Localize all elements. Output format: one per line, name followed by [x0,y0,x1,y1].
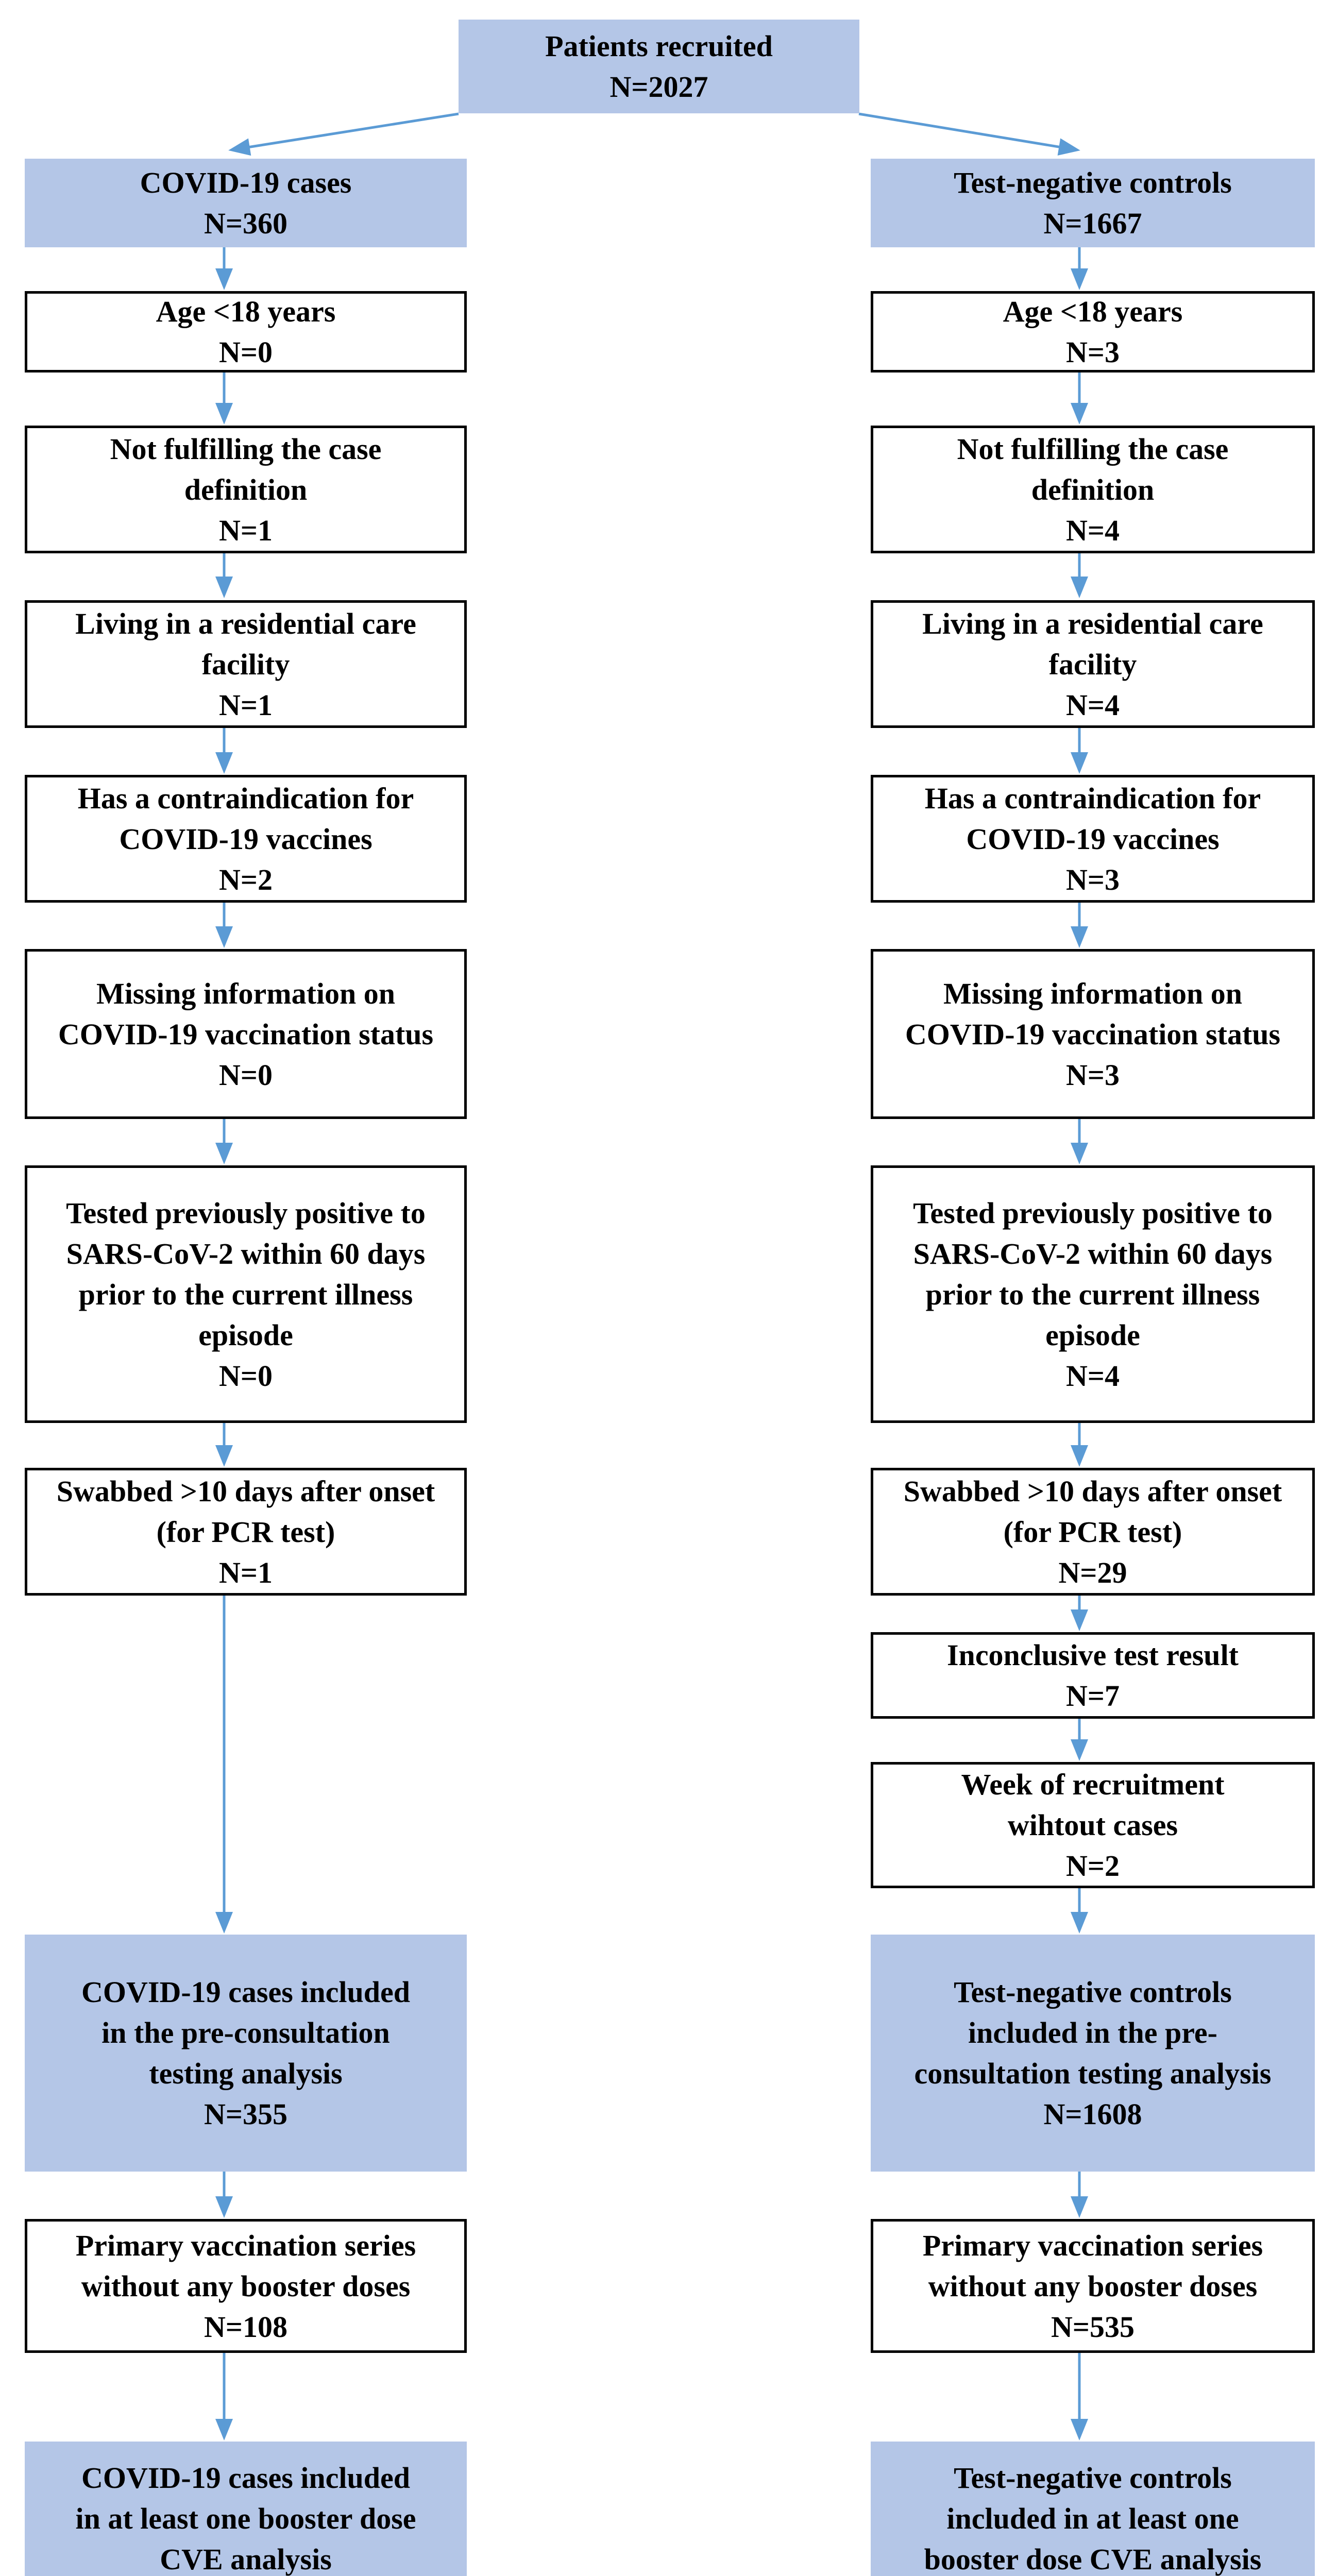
box-count: N=1 [219,513,273,547]
box-label: Week of recruitment wihtout cases [961,1768,1225,1842]
box-label: Age <18 years [1003,295,1183,328]
box-label: Not fulfilling the case definition [957,432,1229,506]
box-label: Primary vaccination series without any b… [922,2228,1263,2303]
box-count: N=535 [1051,2310,1134,2344]
box-count: N=355 [204,2097,287,2131]
box-preconsultation-analysis-cases: COVID-19 cases included in the pre-consu… [25,1935,467,2172]
box-label: Living in a residential care facility [922,606,1263,681]
box-count: N=3 [1066,862,1120,896]
box-label: Swabbed >10 days after onset (for PCR te… [903,1474,1282,1549]
box-label: Tested previously positive to SARS-CoV-2… [913,1196,1273,1352]
box-case-definition-cases: Not fulfilling the case definition N=1 [25,426,467,553]
box-count: N=4 [1066,688,1120,722]
box-count: N=108 [204,2310,287,2344]
box-label: Primary vaccination series without any b… [75,2228,416,2303]
box-count: N=3 [1066,335,1120,369]
box-inconclusive-controls: Inconclusive test result N=7 [871,1632,1315,1719]
box-test-negative-controls-header: Test-negative controls N=1667 [871,159,1315,247]
box-count: N=29 [1058,1555,1127,1589]
box-primary-series-cases: Primary vaccination series without any b… [25,2219,467,2353]
box-label: Tested previously positive to SARS-CoV-2… [66,1196,426,1352]
box-residential-care-cases: Living in a residential care facility N=… [25,600,467,728]
box-label: Patients recruited [545,29,773,63]
box-count: N=0 [219,1058,273,1092]
box-label: Missing information on COVID-19 vaccinat… [905,976,1281,1051]
box-count: N=1608 [1043,2097,1142,2131]
box-count: N=2027 [609,70,708,104]
box-missing-vaccination-controls: Missing information on COVID-19 vaccinat… [871,949,1315,1119]
box-prior-positive-cases: Tested previously positive to SARS-CoV-2… [25,1165,467,1423]
box-swabbed-late-cases: Swabbed >10 days after onset (for PCR te… [25,1468,467,1596]
box-swabbed-late-controls: Swabbed >10 days after onset (for PCR te… [871,1468,1315,1596]
arrow-root-to-controls [858,112,1080,156]
box-label: Inconclusive test result [946,1638,1239,1672]
box-patients-recruited: Patients recruited N=2027 [459,20,859,113]
box-count: N=1667 [1043,207,1142,240]
box-count: N=4 [1066,513,1120,547]
box-covid19-cases-header: COVID-19 cases N=360 [25,159,467,247]
box-week-no-cases-controls: Week of recruitment wihtout cases N=2 [871,1762,1315,1888]
box-count: N=2 [219,862,273,896]
box-label: Has a contraindication for COVID-19 vacc… [924,781,1261,856]
box-label: COVID-19 cases [140,166,352,199]
box-label: Has a contraindication for COVID-19 vacc… [77,781,414,856]
arrow-root-to-cases [228,112,459,156]
box-label: Test-negative controls included in the p… [914,1975,1272,2090]
box-prior-positive-controls: Tested previously positive to SARS-CoV-2… [871,1165,1315,1423]
box-label: Missing information on COVID-19 vaccinat… [58,976,434,1051]
box-residential-care-controls: Living in a residential care facility N=… [871,600,1315,728]
box-missing-vaccination-cases: Missing information on COVID-19 vaccinat… [25,949,467,1119]
box-count: N=1 [219,1555,273,1589]
box-count: N=1 [219,688,273,722]
box-label: Test-negative controls included in at le… [924,2461,1262,2576]
box-case-definition-controls: Not fulfilling the case definition N=4 [871,426,1315,553]
box-booster-cve-cases: COVID-19 cases included in at least one … [25,2442,467,2576]
box-count: N=7 [1066,1679,1120,1713]
box-count: N=3 [1066,1058,1120,1092]
box-label: Not fulfilling the case definition [110,432,382,506]
box-contraindication-cases: Has a contraindication for COVID-19 vacc… [25,775,467,903]
box-count: N=4 [1066,1359,1120,1393]
box-primary-series-controls: Primary vaccination series without any b… [871,2219,1315,2353]
box-age-under18-controls: Age <18 years N=3 [871,291,1315,372]
box-preconsultation-analysis-controls: Test-negative controls included in the p… [871,1935,1315,2172]
box-count: N=360 [204,207,287,240]
box-label: COVID-19 cases included in the pre-consu… [81,1975,411,2090]
box-count: N=0 [219,335,273,369]
box-label: Test-negative controls [954,166,1232,199]
box-age-under18-cases: Age <18 years N=0 [25,291,467,372]
box-count: N=2 [1066,1849,1120,1883]
box-label: Age <18 years [156,295,336,328]
box-contraindication-controls: Has a contraindication for COVID-19 vacc… [871,775,1315,903]
box-label: Swabbed >10 days after onset (for PCR te… [56,1474,435,1549]
box-label: Living in a residential care facility [75,606,416,681]
box-count: N=0 [219,1359,273,1393]
box-label: COVID-19 cases included in at least one … [75,2461,416,2576]
box-booster-cve-controls: Test-negative controls included in at le… [871,2442,1315,2576]
